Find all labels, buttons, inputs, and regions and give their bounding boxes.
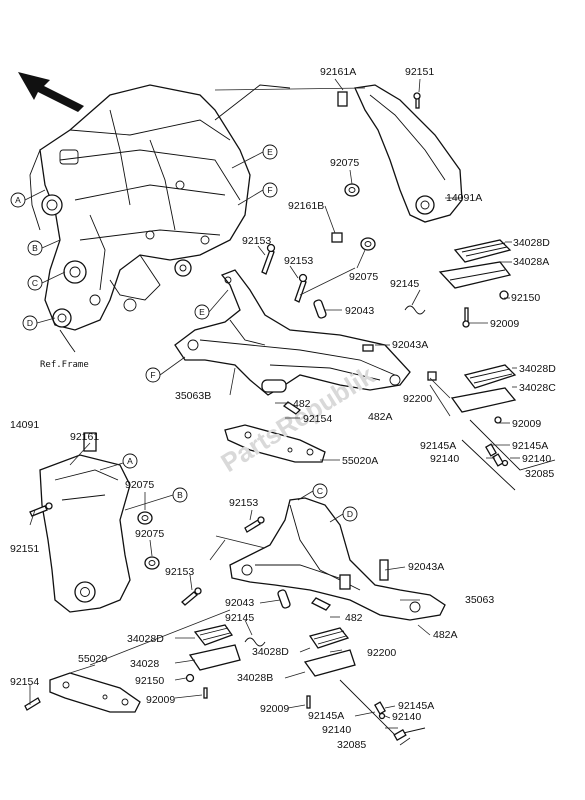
part-label: 482A [433,629,458,641]
part-label: 92153 [284,255,313,267]
upper-fasteners [261,243,437,415]
callout-f-1: F [267,185,272,195]
part-label: 55020A [342,455,378,467]
part-label: 92009 [146,694,175,706]
part-label: 92161A [320,66,356,78]
heel-guard-55020-drawing [24,672,141,713]
frame-reference-drawing [29,84,291,353]
part-label: 34028B [237,672,273,684]
part-label: 92145A [420,440,456,452]
part-number-labels: 92161A 92151 92075 14091A 92161B 92153 9… [10,66,556,751]
part-label: 92140 [322,724,351,736]
upper-callouts: E F [145,289,229,383]
callout-c-1: C [32,278,38,288]
callout-d-2: D [347,509,353,519]
part-label: 92161 [70,431,99,443]
lower-fasteners [181,516,291,647]
part-label: 92140 [430,453,459,465]
footpeg-34028d-upper-2 [450,364,556,491]
front-direction-arrow-icon [18,72,84,112]
part-label: 92145A [398,700,434,712]
part-label: 34028D [252,646,289,658]
part-label: 92151 [405,66,434,78]
part-label: 92154 [10,676,39,688]
part-label: 34028D [513,237,550,249]
part-label: 34028 [130,658,159,670]
part-label: 92140 [392,711,421,723]
part-label: 92145 [225,612,254,624]
part-label: 35063 [465,594,494,606]
step-bracket-35063b-drawing [174,269,411,396]
part-label: 92145 [390,278,419,290]
part-label: 482A [368,411,393,423]
part-label: 92150 [511,292,540,304]
part-label: 92150 [135,675,164,687]
part-label: 92075 [135,528,164,540]
part-label: 92145A [308,710,344,722]
ref-frame-label: Ref.Frame [40,360,89,370]
cover-14091a-drawing [331,84,463,251]
part-label: 32085 [337,739,366,751]
part-label: 34028D [127,633,164,645]
part-label: 34028C [519,382,556,394]
part-label: 92145A [512,440,548,452]
part-label: 14091 [10,419,39,431]
footpeg-34028d-upper-1 [438,239,512,328]
lower-callouts: C D [297,483,358,523]
part-label: 92154 [303,413,332,425]
callout-c-2: C [317,486,323,496]
footpeg-34028d-lower-right [303,627,426,741]
part-label: 92200 [403,393,432,405]
part-label: 92153 [165,566,194,578]
part-label: 92153 [229,497,258,509]
part-label: 34028A [513,256,549,268]
callout-f-2: F [150,370,155,380]
part-label: 92151 [10,543,39,555]
part-label: 92043 [225,597,254,609]
cover-14091-drawing [29,432,160,613]
callout-b-2: B [177,490,183,500]
part-label: 92009 [512,418,541,430]
callout-b-1: B [32,243,38,253]
part-label: 92075 [125,479,154,491]
part-label: 92153 [242,235,271,247]
part-label: 32085 [525,468,554,480]
part-label: 92043A [408,561,444,573]
part-label: 55020 [78,653,107,665]
part-label: 92043 [345,305,374,317]
part-label: 92009 [490,318,519,330]
callout-d-1: D [27,318,33,328]
lower-left-callouts: A B [99,453,188,511]
part-label: 92043A [392,339,428,351]
callout-e-2: E [199,307,205,317]
callout-a-2: A [127,456,133,466]
callout-e-1: E [267,147,273,157]
part-label: 34028D [519,363,556,375]
frame-callouts: A B C D E F [10,144,278,331]
footpeg-34028-lower-left [185,624,241,699]
part-label: 92140 [522,453,551,465]
part-label: 482 [293,398,311,410]
heel-guard-55020a-drawing [224,424,326,463]
callout-a-1: A [15,195,21,205]
part-label: 92075 [330,157,359,169]
part-label: 92075 [349,271,378,283]
part-label: 482 [345,612,363,624]
part-label: 92009 [260,703,289,715]
part-label: 14091A [446,192,482,204]
part-label: 92200 [367,647,396,659]
part-label: 92161B [288,200,324,212]
step-bracket-35063-drawing [229,497,446,621]
leader-lines [29,78,520,746]
part-label: 35063B [175,390,211,402]
